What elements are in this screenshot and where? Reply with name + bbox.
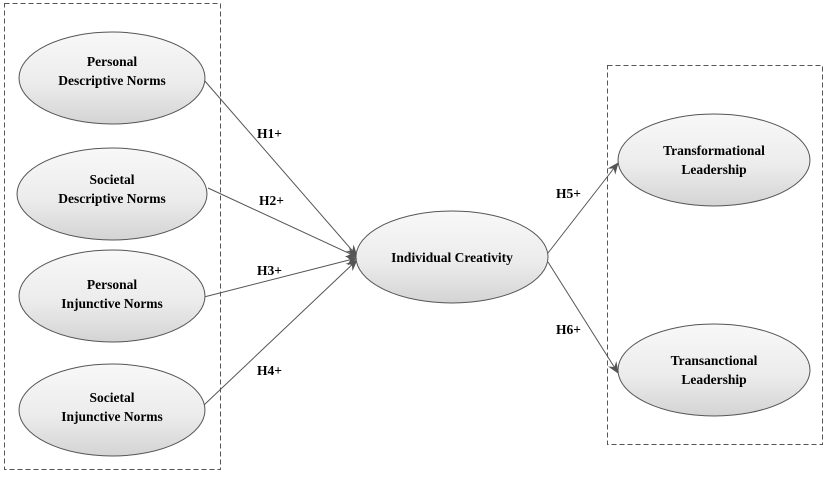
node-transformational-leadership: Transformational Leadership xyxy=(617,113,811,207)
h3-arrow xyxy=(203,255,358,298)
h4-arrow xyxy=(203,259,358,406)
node-label-line1: Societal xyxy=(90,172,135,187)
node-label-line2: Injunctive Norms xyxy=(61,296,163,311)
h5-label: H5+ xyxy=(556,186,581,201)
node-label-line1: Societal xyxy=(90,390,135,405)
node-label-line2: Leadership xyxy=(681,372,746,387)
node-personal-injunctive-norms: Personal Injunctive Norms xyxy=(18,249,206,343)
h5-arrow xyxy=(547,162,619,254)
node-label-line1: Transanctional xyxy=(671,353,758,368)
h4-label: H4+ xyxy=(257,363,282,378)
leadership-group-box xyxy=(607,65,823,445)
node-label-line1: Personal xyxy=(87,54,137,69)
node-label: Individual Creativity xyxy=(391,250,513,265)
norms-group-box xyxy=(4,3,221,470)
h2-label: H2+ xyxy=(259,193,284,208)
node-label-line2: Injunctive Norms xyxy=(61,409,163,424)
node-individual-creativity: Individual Creativity xyxy=(355,210,549,304)
node-label-line2: Descriptive Norms xyxy=(58,191,166,206)
h6-arrow xyxy=(547,261,619,374)
h1-arrow xyxy=(203,79,358,257)
node-label-line1: Personal xyxy=(87,277,137,292)
node-personal-descriptive-norms: Personal Descriptive Norms xyxy=(18,31,206,125)
node-label-line2: Leadership xyxy=(681,162,746,177)
h2-arrow xyxy=(207,187,358,258)
node-societal-injunctive-norms: Societal Injunctive Norms xyxy=(18,363,206,457)
h1-label: H1+ xyxy=(257,126,282,141)
node-label-line2: Descriptive Norms xyxy=(58,73,166,88)
h3-label: H3+ xyxy=(257,263,282,278)
node-transactional-leadership: Transanctional Leadership xyxy=(617,323,811,417)
node-societal-descriptive-norms: Societal Descriptive Norms xyxy=(16,147,208,241)
h6-label: H6+ xyxy=(556,322,581,337)
node-label-line1: Transformational xyxy=(663,143,765,158)
